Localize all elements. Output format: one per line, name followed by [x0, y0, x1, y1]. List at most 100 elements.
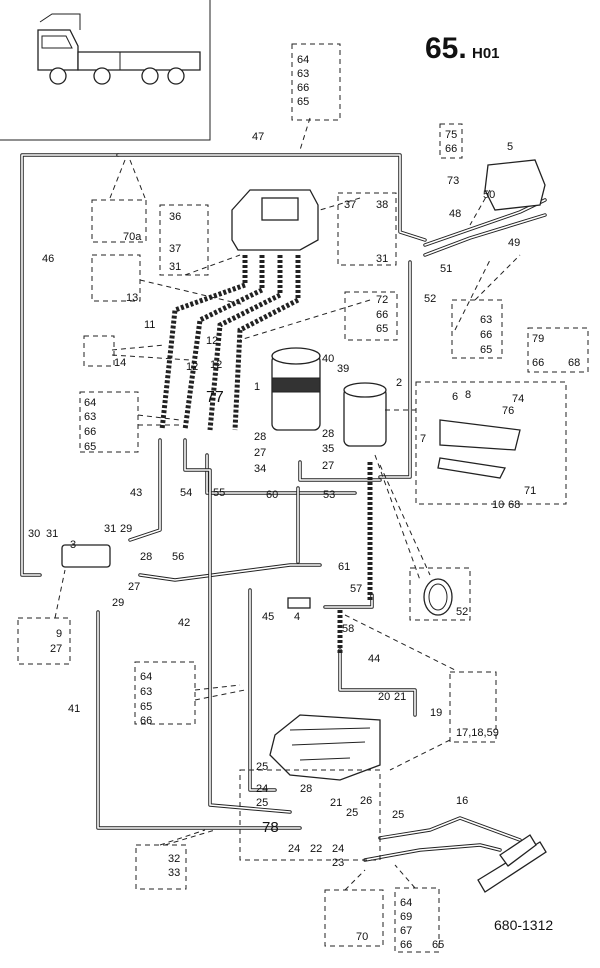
callout: 25: [346, 807, 358, 819]
callout: 33: [168, 867, 180, 879]
hoses: [159, 255, 373, 655]
callout: 12: [186, 361, 198, 373]
truck-inset: [0, 0, 211, 141]
callout: 31: [46, 528, 58, 540]
callout: 66: [140, 715, 152, 727]
callout: 69: [400, 911, 412, 923]
callout: 39: [337, 363, 349, 375]
callout: 11: [144, 319, 155, 331]
callout: 37: [344, 199, 356, 211]
callout: 64: [400, 897, 412, 909]
callout: 52: [424, 293, 436, 305]
callout: 47: [252, 131, 264, 143]
callout: 22: [310, 843, 322, 855]
callout: 66: [297, 82, 309, 94]
callout: 76: [502, 405, 514, 417]
callout: 61: [338, 561, 350, 573]
callout: 4: [294, 611, 300, 623]
parts: [61, 159, 547, 893]
callout: 58: [342, 623, 354, 635]
callout: 66: [532, 357, 544, 369]
drawing-ref: 680-1312: [494, 917, 553, 933]
callout: 75: [445, 129, 457, 141]
callout: 28: [322, 428, 334, 440]
callout: 8: [465, 389, 471, 401]
callout: 34: [254, 463, 266, 475]
callout: 65: [140, 701, 152, 713]
callout: 64: [140, 671, 152, 683]
callout: 29: [112, 597, 124, 609]
callout: 56: [172, 551, 184, 563]
callout: 64: [297, 54, 309, 66]
callout: 16: [456, 795, 468, 807]
callout: 63: [480, 314, 492, 326]
callout: 6: [452, 391, 458, 403]
callout: 68: [568, 357, 580, 369]
callout: 35: [322, 443, 334, 455]
callout: 27: [254, 447, 266, 459]
callout: 66: [445, 143, 457, 155]
callout: 19: [430, 707, 442, 719]
detail-boxes: [17, 43, 589, 953]
callout: 73: [447, 175, 459, 187]
callout: 12: [210, 359, 222, 371]
callout: 45: [262, 611, 274, 623]
callout: 64: [84, 397, 96, 409]
callout: 21: [330, 797, 342, 809]
pipe-network: [20, 153, 547, 862]
callout: 7: [420, 433, 426, 445]
callout: 41: [68, 703, 80, 715]
callout: 24: [288, 843, 300, 855]
callout: 43: [130, 487, 142, 499]
callout: 63: [297, 68, 309, 80]
callout: 42: [178, 617, 190, 629]
callout: 25: [392, 809, 404, 821]
callout: 71: [524, 485, 536, 497]
callout: 29: [120, 523, 132, 535]
callout: 24: [256, 783, 268, 795]
callout: 78: [262, 819, 279, 836]
callout: 65: [297, 96, 309, 108]
callout: 5: [507, 141, 513, 153]
callout: 3: [70, 539, 76, 551]
callout: 79: [532, 333, 544, 345]
callout: 28: [300, 783, 312, 795]
callout: 27: [50, 643, 62, 655]
callout: 74: [512, 393, 524, 405]
callout: 65: [480, 344, 492, 356]
callout: 14: [114, 357, 126, 369]
callout: 44: [368, 653, 380, 665]
callout: 67: [400, 925, 412, 937]
callout: 46: [42, 253, 54, 265]
callout: 68: [508, 499, 520, 511]
callout: 66: [84, 426, 96, 438]
callout: 51: [440, 263, 452, 275]
callout: 60: [266, 489, 278, 501]
callout: 25: [256, 761, 268, 773]
callout: 66: [480, 329, 492, 341]
callout: 65: [376, 323, 388, 335]
callout: 30: [28, 528, 40, 540]
callout: 36: [169, 211, 181, 223]
callout: 23: [332, 857, 344, 869]
callout: 52: [456, 606, 468, 618]
callout: 65: [432, 939, 444, 951]
callout: 31: [376, 253, 388, 265]
callout: 17,18,59: [456, 727, 499, 739]
callout: 48: [449, 208, 461, 220]
callouts: 64 63 66 65 47 75 66 5 73 50 48 49 51 52…: [28, 54, 580, 951]
callout: 65: [84, 441, 96, 453]
callout: 49: [508, 237, 520, 249]
callout: 37: [169, 243, 181, 255]
callout: 77: [206, 389, 224, 406]
page-suffix: H01: [472, 45, 500, 62]
callout: 70: [356, 931, 368, 943]
callout: 28: [254, 431, 266, 443]
callout: 66: [376, 309, 388, 321]
leader-lines: [54, 117, 521, 891]
callout: 20: [378, 691, 390, 703]
callout: 12: [206, 335, 218, 347]
callout: 57: [350, 583, 362, 595]
